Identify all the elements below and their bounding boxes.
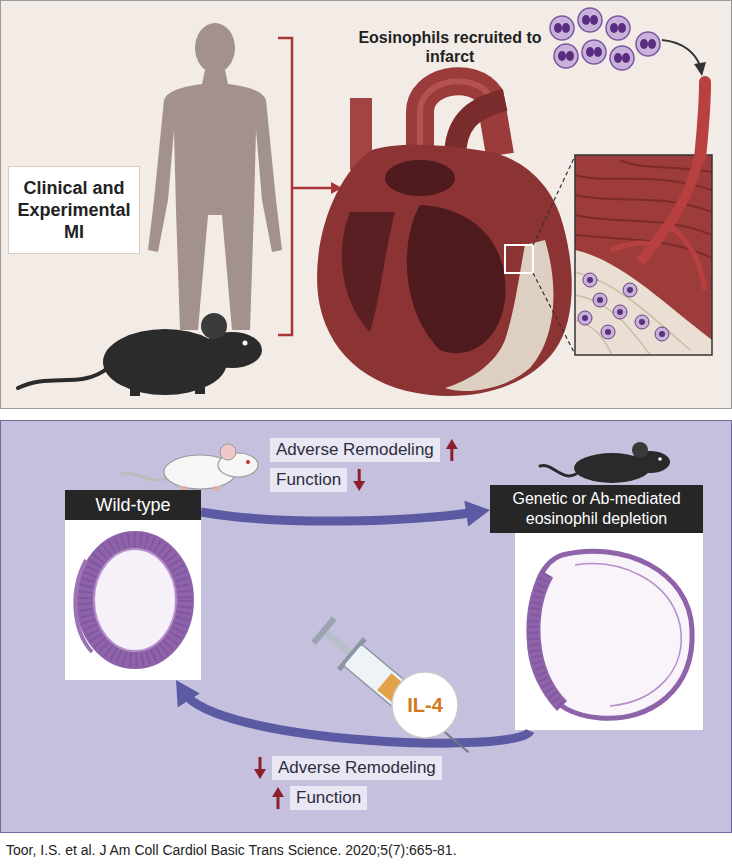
human-silhouette: [148, 23, 282, 330]
flow-arrow: [176, 680, 530, 743]
mouse-black-small: [540, 442, 670, 483]
trend-arrow: [353, 469, 365, 491]
mouse-white: [122, 444, 258, 491]
zoom-frame: [575, 155, 712, 355]
infarct-zoom: [575, 155, 712, 355]
trend-head: [272, 787, 284, 797]
node-text: Wild-type: [65, 490, 201, 520]
drug-badge: [392, 672, 458, 738]
trend-head: [446, 439, 458, 449]
effect-label: Adverse Remodeling: [272, 756, 442, 780]
flow-arrow: [201, 501, 490, 527]
trend-arrow: [446, 439, 458, 461]
trend-head: [254, 769, 266, 779]
histology-wild-type: [65, 520, 201, 680]
effect-label: Function: [290, 786, 367, 810]
heart: [317, 81, 575, 396]
trend-head: [353, 481, 365, 491]
trend-shaft: [358, 469, 361, 483]
eosinophil-cluster: [550, 8, 706, 158]
group-card: Wild-type: [65, 490, 201, 680]
mouse-black: [18, 313, 262, 396]
node-text: Clinical and Experimental MI: [13, 177, 135, 243]
effect-label: Adverse Remodeling: [270, 438, 440, 462]
flow-head: [176, 680, 200, 707]
bottom-panel: [1, 421, 732, 833]
flow-line: [201, 512, 476, 521]
group-card: Genetic or Ab-mediated eosinophil deplet…: [490, 485, 703, 731]
histology-depleted: [515, 532, 703, 730]
top-panel: [1, 1, 732, 409]
histology-area: [65, 520, 201, 680]
syringe: [309, 614, 482, 768]
flow-head: [464, 501, 490, 527]
trend-shaft: [450, 447, 453, 461]
trend-shaft: [277, 795, 280, 809]
node-text: Genetic or Ab-mediated eosinophil deplet…: [490, 485, 703, 533]
citation-caption: Toor, I.S. et al. J Am Coll Cardiol Basi…: [6, 842, 457, 858]
effect-label: Function: [270, 468, 347, 492]
histology-area: [515, 533, 703, 731]
flow-line: [183, 692, 530, 743]
trend-shaft: [259, 757, 262, 771]
trend-arrow: [254, 757, 266, 779]
study-box: Clinical and Experimental MI: [8, 166, 140, 254]
drug-label: IL-4: [407, 694, 443, 717]
trend-arrow: [272, 787, 284, 809]
panel-label: Eosinophils recruited to infarct: [358, 28, 542, 66]
